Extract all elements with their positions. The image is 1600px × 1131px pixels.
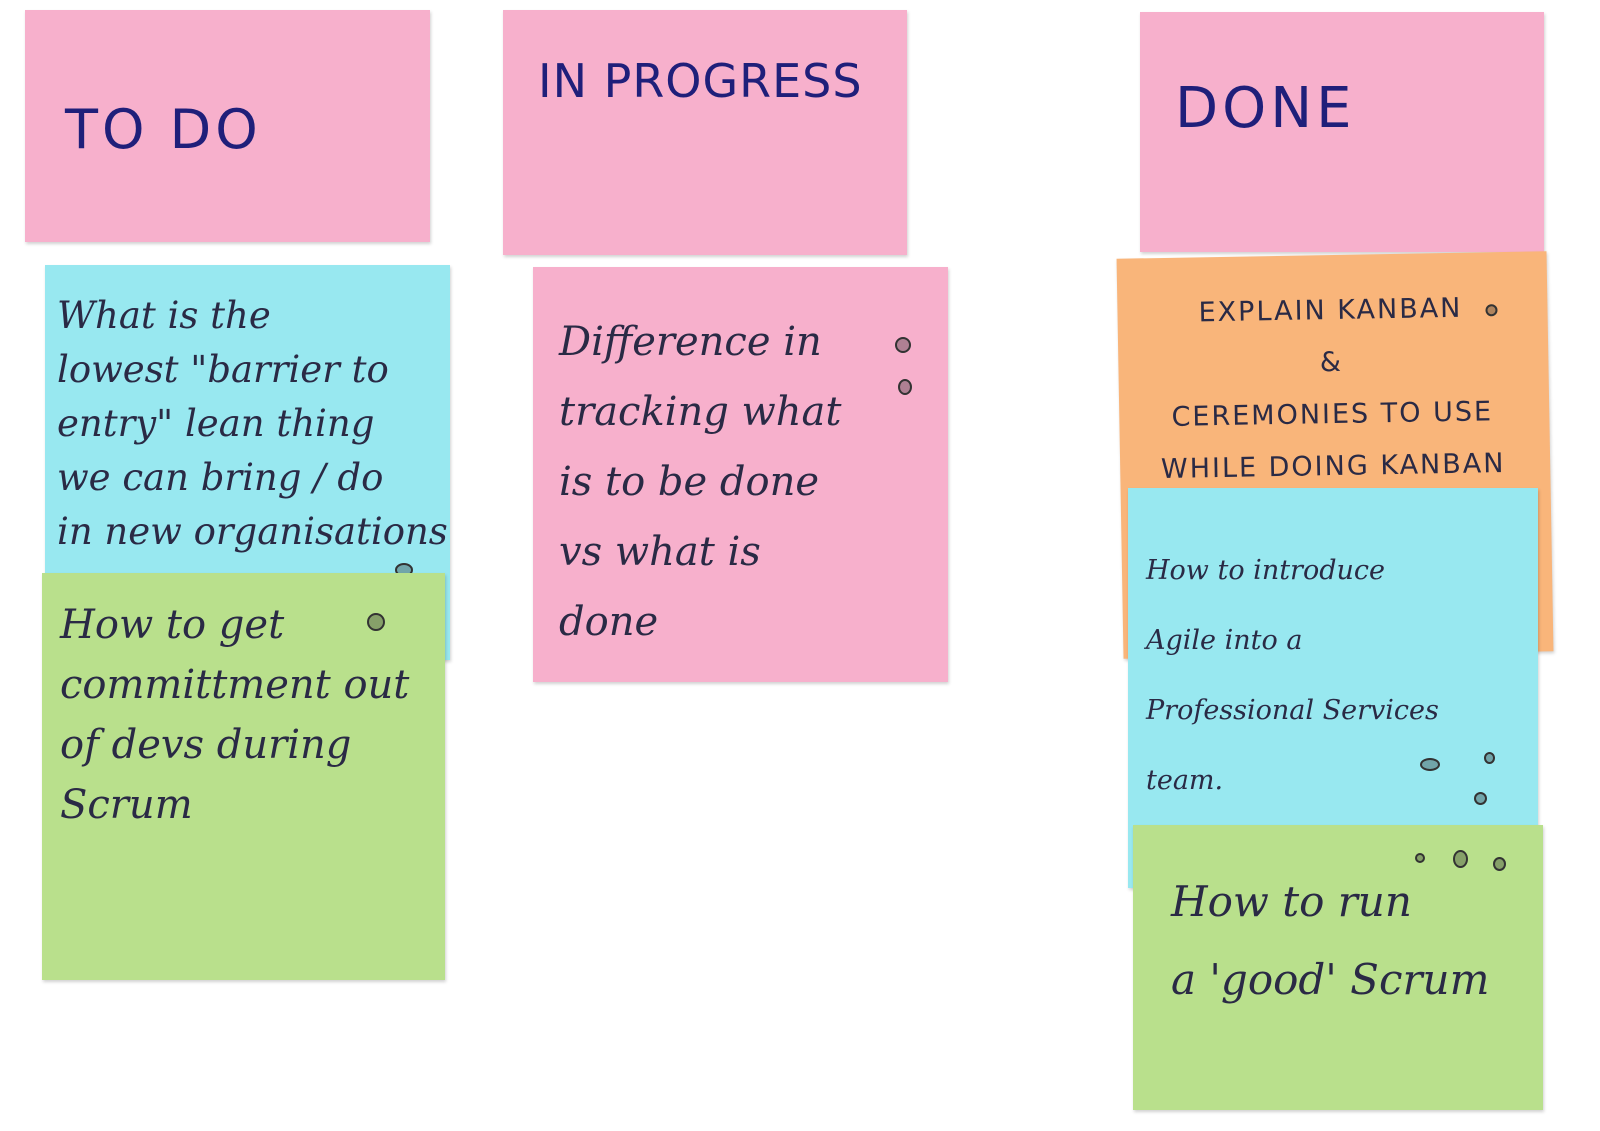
note-text: How to introduce Agile into a Profession… [1146,555,1439,796]
column-header-todo: TO DO [25,10,430,242]
column-title-done: DONE [1175,76,1356,141]
column-header-done: DONE [1140,12,1544,252]
note-text: What is the lowest "barrier to entry" le… [57,294,448,553]
sticky-note-good-scrum: How to run a 'good' Scrum [1133,825,1543,1110]
vote-dot [1415,853,1425,863]
column-title-in-progress: IN PROGRESS [538,54,863,108]
sticky-note-tracking-difference: Difference in tracking what is to be don… [533,267,948,682]
note-text: How to run a 'good' Scrum [1171,877,1490,1004]
note-text: EXPLAIN KANBAN & CEREMONIES TO USE WHILE… [1160,292,1506,486]
sticky-note-commitment: How to get committment out of devs durin… [42,573,445,980]
vote-dot [1484,752,1495,764]
note-text: How to get committment out of devs durin… [60,602,410,828]
sticky-note-introduce-agile: How to introduce Agile into a Profession… [1128,488,1538,888]
vote-dot [895,337,911,353]
vote-dot [1474,792,1487,805]
vote-dot [1493,857,1506,871]
note-text: Difference in tracking what is to be don… [559,319,842,645]
column-header-in-progress: IN PROGRESS [503,10,907,255]
column-title-todo: TO DO [65,98,262,161]
vote-dot [898,379,912,395]
